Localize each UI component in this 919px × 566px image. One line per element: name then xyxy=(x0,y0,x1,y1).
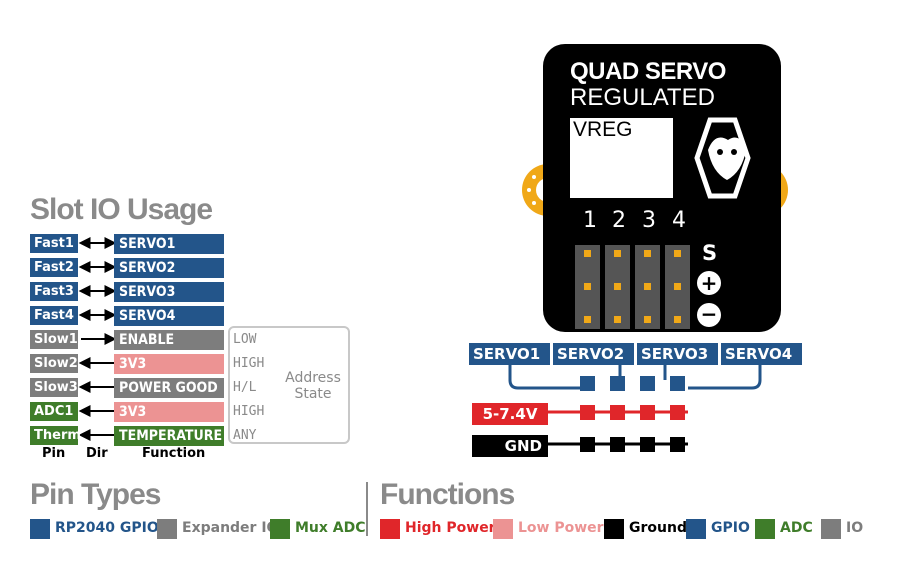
pin-fast1: Fast1 xyxy=(30,234,78,253)
ground-label: GND xyxy=(472,435,548,457)
address-state-box xyxy=(228,326,350,444)
legend-swatch-gpio xyxy=(686,519,706,539)
connection-lines xyxy=(508,362,762,452)
col-header-dir: Dir xyxy=(86,446,108,461)
legend-swatch-mux-adc xyxy=(270,519,290,539)
col-header-pin: Pin xyxy=(42,446,66,461)
servo2-label: SERVO2 xyxy=(553,343,634,365)
pin-types-title: Pin Types xyxy=(30,478,161,511)
functions-title: Functions xyxy=(380,478,515,511)
legend-swatch-io xyxy=(821,519,841,539)
legend-swatch-expander xyxy=(157,519,177,539)
func-enable: ENABLE xyxy=(114,330,224,350)
func-3v3-adc: 3V3 xyxy=(114,402,224,422)
channel-number-1: 1 xyxy=(583,208,597,233)
servo4-label: SERVO4 xyxy=(721,343,802,365)
func-servo2: SERVO2 xyxy=(114,258,224,278)
func-servo3: SERVO3 xyxy=(114,282,224,302)
pin-fast2: Fast2 xyxy=(30,258,78,277)
board-illustration xyxy=(522,44,788,332)
state-high-adc: HIGH xyxy=(233,404,265,419)
legend-label-expander: Expander IO xyxy=(182,520,279,536)
channel-number-2: 2 xyxy=(612,208,626,233)
legend-label-rp2040: RP2040 GPIO xyxy=(55,520,159,536)
legend-label-adc: ADC xyxy=(780,520,813,536)
state-any: ANY xyxy=(233,428,257,443)
board-title-line1: QUAD SERVO xyxy=(570,58,726,85)
func-3v3: 3V3 xyxy=(114,354,224,374)
state-low: LOW xyxy=(233,332,257,347)
servo3-label: SERVO3 xyxy=(637,343,718,365)
address-label: Address xyxy=(285,370,341,386)
func-servo4: SERVO4 xyxy=(114,306,224,326)
func-servo1: SERVO1 xyxy=(114,234,224,254)
logo-icon xyxy=(694,117,751,199)
legend-label-io: IO xyxy=(846,520,864,536)
pin-fast3: Fast3 xyxy=(30,282,78,301)
legend-swatch-high-power xyxy=(380,519,400,539)
channel-number-4: 4 xyxy=(672,208,686,233)
legend-label-high-power: High Power xyxy=(405,520,496,536)
pin-slow1: Slow1 xyxy=(30,330,78,349)
legend-divider xyxy=(366,482,368,536)
plus-icon: + xyxy=(697,271,721,295)
func-temperature: TEMPERATURE xyxy=(114,426,224,446)
legend-swatch-adc xyxy=(755,519,775,539)
legend-swatch-ground xyxy=(604,519,624,539)
legend-swatch-rp2040 xyxy=(30,519,50,539)
pin-therm: Therm xyxy=(30,426,81,445)
vreg-chip xyxy=(570,118,673,198)
state-label: State xyxy=(294,386,332,402)
board-title-line2: REGULATED xyxy=(570,84,715,111)
minus-icon: − xyxy=(697,303,721,327)
pin-slow2: Slow2 xyxy=(30,354,78,373)
legend-label-mux-adc: Mux ADC xyxy=(295,520,366,536)
legend-label-low-power: Low Power xyxy=(518,520,604,536)
servo1-label: SERVO1 xyxy=(469,343,550,365)
vreg-label: VREG xyxy=(573,118,633,141)
pin-adc1: ADC1 xyxy=(30,402,78,421)
pin-slow3: Slow3 xyxy=(30,378,78,397)
legend-swatch-low-power xyxy=(493,519,513,539)
channel-number-3: 3 xyxy=(642,208,656,233)
legend-label-ground: Ground xyxy=(629,520,687,536)
col-header-function: Function xyxy=(142,446,206,461)
signal-row-label: S xyxy=(702,241,718,265)
address-state-label: Address State xyxy=(282,370,344,402)
state-high: HIGH xyxy=(233,356,265,371)
state-hl: H/L xyxy=(233,380,257,395)
pin-fast4: Fast4 xyxy=(30,306,78,325)
power-label: 5-7.4V xyxy=(472,403,548,425)
func-power-good: POWER GOOD xyxy=(114,378,224,398)
legend-label-gpio: GPIO xyxy=(711,520,750,536)
slot-io-title: Slot IO Usage xyxy=(30,193,213,226)
direction-arrows xyxy=(78,237,117,441)
